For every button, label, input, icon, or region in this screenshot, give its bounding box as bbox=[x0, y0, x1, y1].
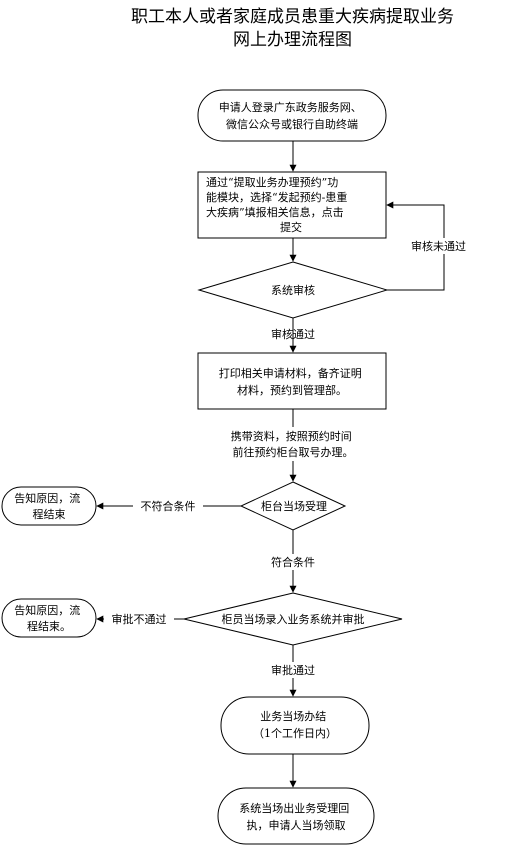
handle-terminal bbox=[220, 696, 370, 755]
receipt-terminal bbox=[217, 787, 375, 845]
start-text: 申请人登录广东政务服务网、 微信公众号或银行自助终端 bbox=[219, 100, 366, 131]
print-text: 打印相关申请材料，备齐证明 材料，预约到管理部。 bbox=[219, 366, 366, 397]
edge-label-approval-passed: 审批通过 bbox=[271, 663, 315, 677]
counter-entry-text: 柜员当场录入业务系统并审批 bbox=[222, 612, 365, 626]
system-review-text: 系统审核 bbox=[271, 283, 315, 297]
edge-label-approval-failed: 审批不通过 bbox=[112, 612, 167, 626]
counter-accept-text: 柜台当场受理 bbox=[261, 499, 327, 513]
start-terminal bbox=[197, 89, 387, 142]
reject-notice-2-text: 告知原因，流 程结束。 bbox=[14, 603, 84, 633]
title-line-2: 网上办理流程图 bbox=[233, 30, 352, 50]
print-process-box bbox=[197, 352, 387, 410]
submit-text: 通过“提取业务办理预约”功 能模块，选择“发起预约-患重 大疾病”填报相关信息，… bbox=[206, 176, 351, 234]
reject-notice-1-text: 告知原因，流 程结束 bbox=[14, 491, 84, 521]
reject-notice-1-terminal bbox=[1, 486, 97, 526]
edge-label-review-failed: 审核未通过 bbox=[411, 239, 466, 253]
reject-notice-2-terminal bbox=[1, 598, 97, 638]
edge-label-review-passed: 审核通过 bbox=[271, 327, 315, 341]
diagram-title: 职工本人或者家庭成员患重大疾病提取业务 网上办理流程图 bbox=[0, 6, 525, 52]
receipt-text: 系统当场出业务受理回 执，申请人当场领取 bbox=[239, 801, 353, 832]
edge-label-qualified: 符合条件 bbox=[271, 555, 315, 569]
edge-label-not-qualified: 不符合条件 bbox=[141, 499, 196, 513]
submit-process-box bbox=[197, 171, 387, 239]
handle-text: 业务当场办结 （1个工作日内） bbox=[253, 709, 337, 740]
edge-label-bring-docs: 携带资料，按照预约时间 前往预约柜台取号办理。 bbox=[231, 429, 356, 459]
title-line-1: 职工本人或者家庭成员患重大疾病提取业务 bbox=[131, 7, 454, 27]
